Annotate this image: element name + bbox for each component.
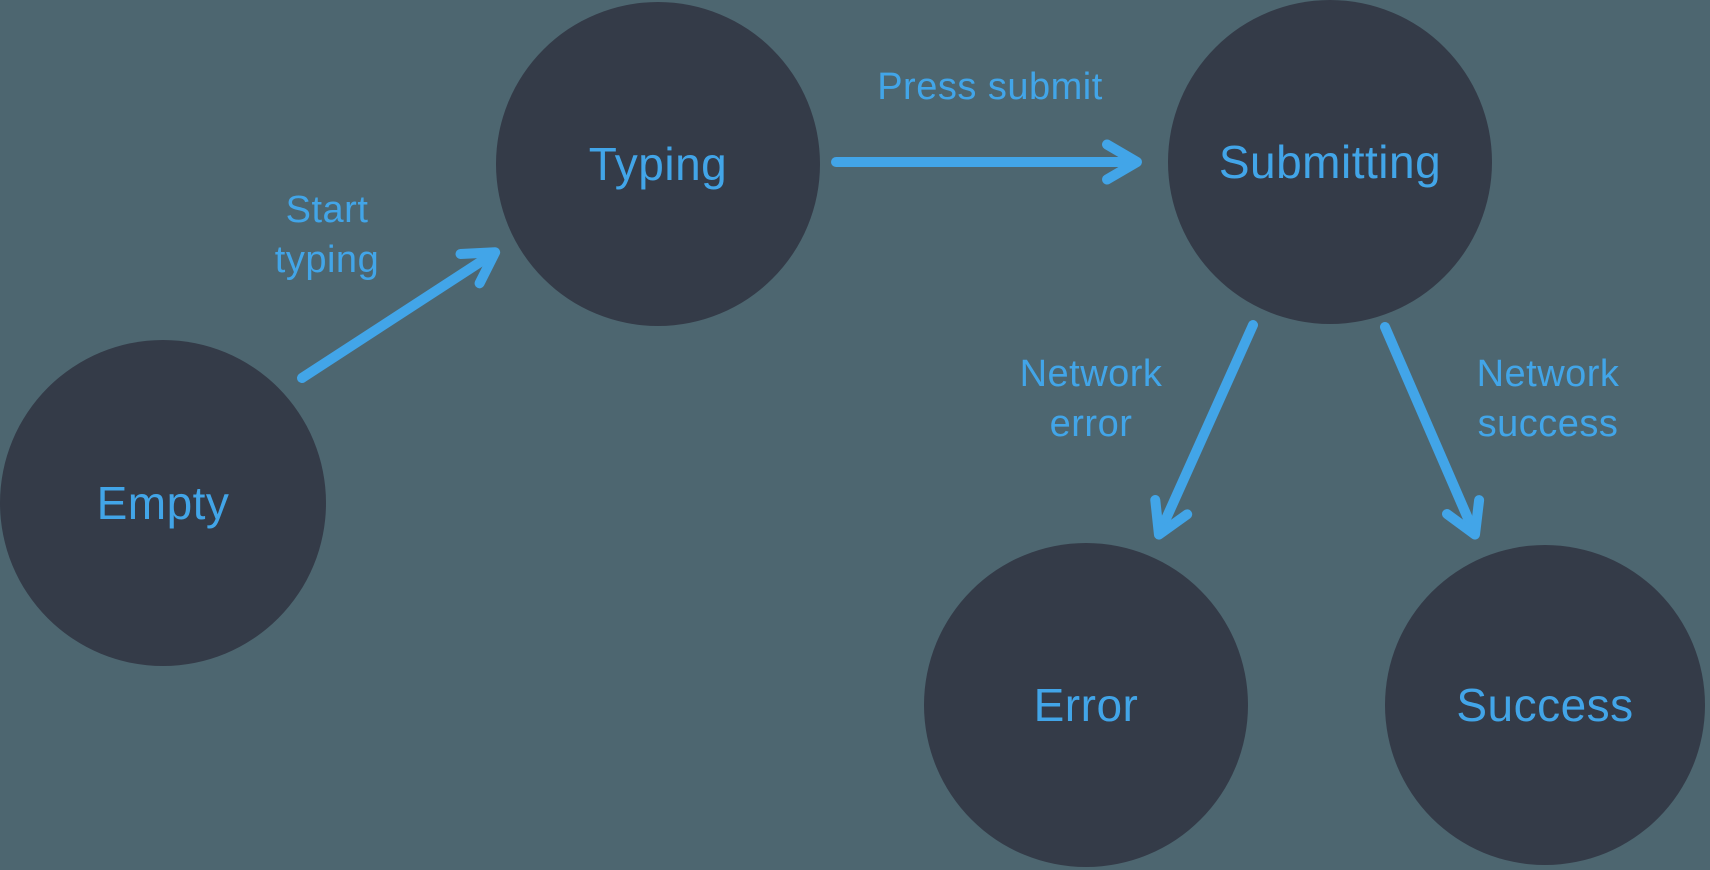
state-label-success: Success <box>1456 679 1634 731</box>
state-label-error: Error <box>1033 679 1139 731</box>
transition-label-start-typing: Start typing <box>274 189 380 281</box>
transition-arrow-start-typing <box>297 247 501 383</box>
transition-label-press-submit: Press submit <box>877 66 1103 108</box>
transition-arrow-network-error <box>1150 320 1258 540</box>
transition-arrow-network-success <box>1380 322 1485 540</box>
state-node-success: Success <box>1385 545 1705 865</box>
state-label-typing: Typing <box>588 138 728 190</box>
state-node-empty: Empty <box>0 340 326 666</box>
state-node-typing: Typing <box>496 2 820 326</box>
transition-label-network-success: Network success <box>1476 353 1620 445</box>
state-label-empty: Empty <box>96 477 230 529</box>
state-label-submitting: Submitting <box>1218 136 1442 188</box>
state-node-submitting: Submitting <box>1168 0 1492 324</box>
state-node-error: Error <box>924 543 1248 867</box>
transition-label-network-error: Network error <box>1019 353 1163 445</box>
